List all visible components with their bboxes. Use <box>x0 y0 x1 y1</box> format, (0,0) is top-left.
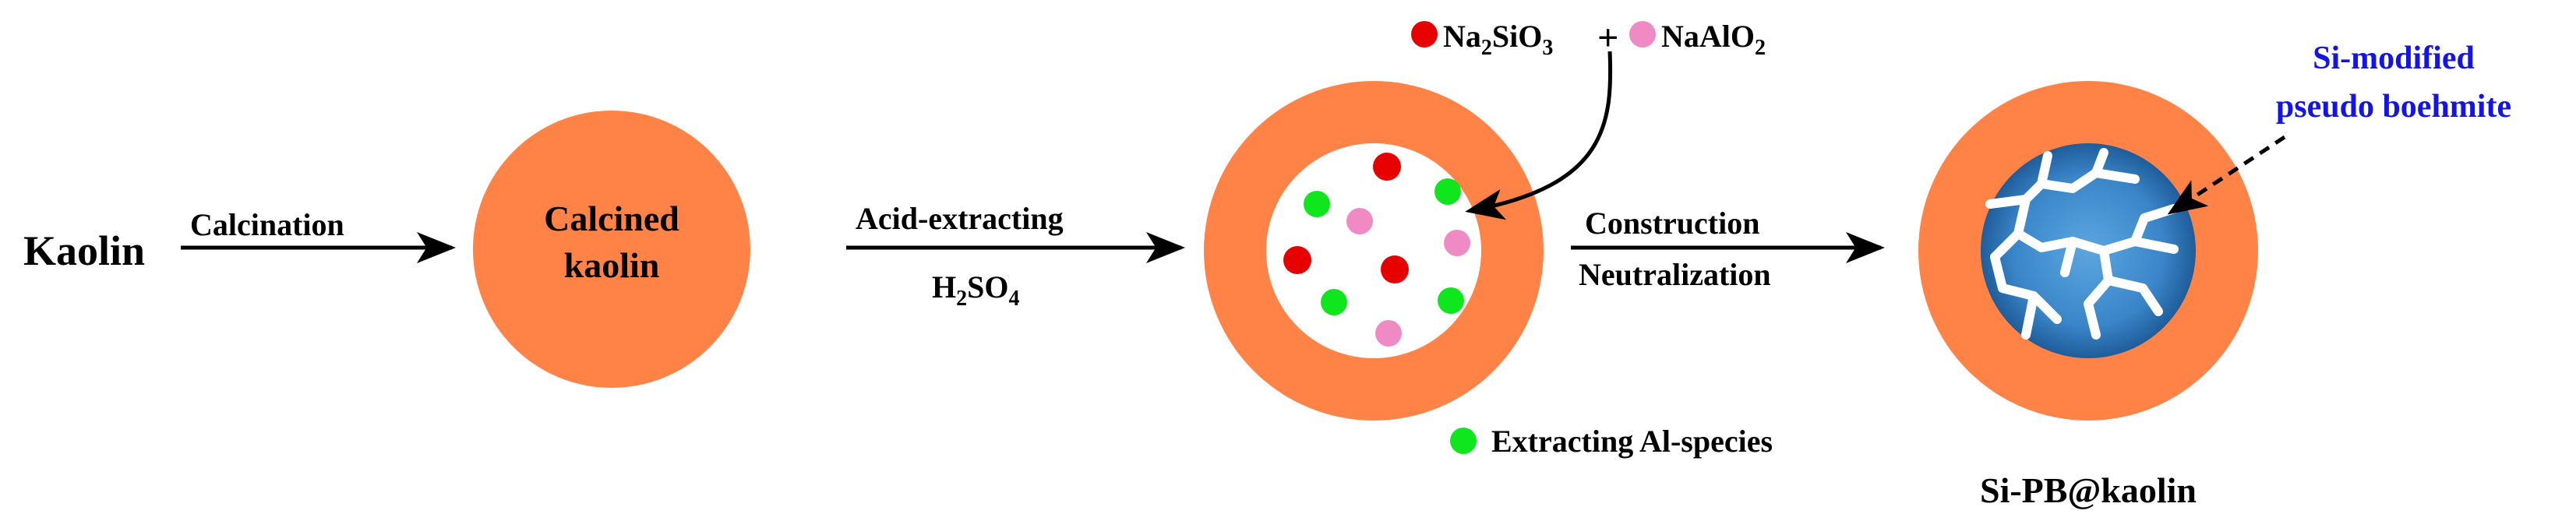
aluminate-formula: NaAlO2 <box>1661 19 1766 60</box>
green-dot-icon <box>1434 178 1461 205</box>
calcined-label-line1: Calcined <box>544 199 679 238</box>
red-dot-icon <box>1373 153 1401 181</box>
calcination-label: Calcination <box>190 207 344 242</box>
pink-dot-icon <box>1444 230 1470 256</box>
red-dot-icon <box>1283 246 1311 274</box>
calcined-label-line2: kaolin <box>564 245 660 285</box>
pink-dot-icon <box>1629 21 1656 48</box>
red-dot-icon <box>1381 255 1409 283</box>
green-dot-icon <box>1438 287 1464 314</box>
legend-extracting-al-species: Extracting Al-species <box>1491 424 1773 459</box>
pink-dot-icon <box>1346 208 1373 234</box>
crack-network <box>1985 148 2179 340</box>
calcined-kaolin-particle <box>473 111 750 388</box>
kaolin-label: Kaolin <box>23 227 145 274</box>
green-dot-icon <box>1450 428 1477 454</box>
callout-line1: Si-modified <box>2313 40 2475 76</box>
acid-extracting-label: Acid-extracting <box>856 201 1064 236</box>
neutralization-label: Neutralization <box>1579 257 1771 292</box>
silicate-formula: Na2SiO3 <box>1443 19 1553 60</box>
green-dot-icon <box>1304 191 1330 217</box>
dashed-arrow-icon <box>2167 135 2286 215</box>
curved-arrow-icon <box>1465 51 1613 220</box>
red-dot-icon <box>1411 21 1438 48</box>
construction-label: Construction <box>1585 206 1759 241</box>
product-label: Si-PB@kaolin <box>1980 470 2197 510</box>
callout-line2: pseudo boehmite <box>2276 89 2511 125</box>
pink-dot-icon <box>1375 320 1402 347</box>
green-dot-icon <box>1321 289 1347 315</box>
h2so4-label: H2SO4 <box>932 269 1019 311</box>
